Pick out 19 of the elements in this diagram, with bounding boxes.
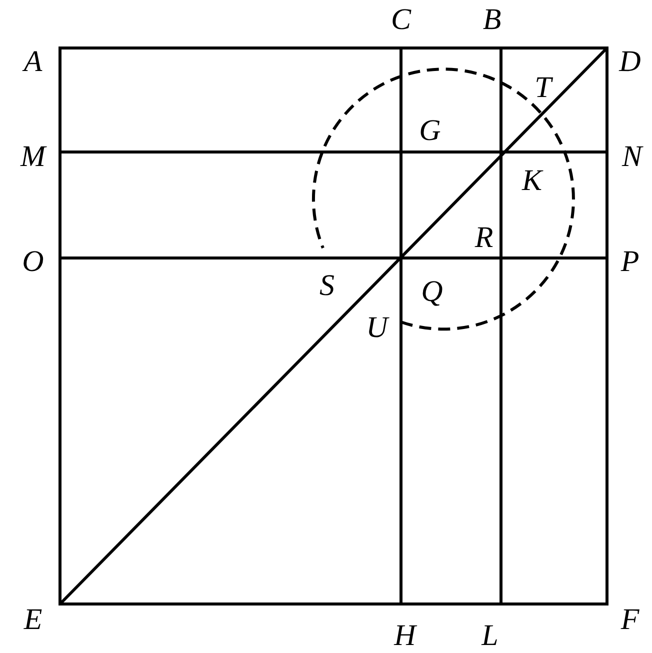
point-label: K xyxy=(522,166,542,196)
point-label: G xyxy=(419,116,441,146)
point-label: M xyxy=(20,142,46,172)
point-label: U xyxy=(366,313,388,343)
point-label: H xyxy=(394,621,416,651)
point-label: D xyxy=(619,47,641,77)
point-label: P xyxy=(620,247,640,277)
point-label: E xyxy=(24,605,42,635)
point-label: F xyxy=(620,605,640,635)
point-label: T xyxy=(534,73,552,103)
point-label: L xyxy=(482,621,498,651)
point-label: Q xyxy=(421,277,443,307)
point-label: A xyxy=(24,47,42,77)
point-label: R xyxy=(474,223,494,253)
point-label: C xyxy=(391,5,411,35)
point-label: B xyxy=(482,5,502,35)
point-label: O xyxy=(22,247,44,277)
point-label: S xyxy=(320,271,334,301)
point-label: N xyxy=(622,142,642,172)
